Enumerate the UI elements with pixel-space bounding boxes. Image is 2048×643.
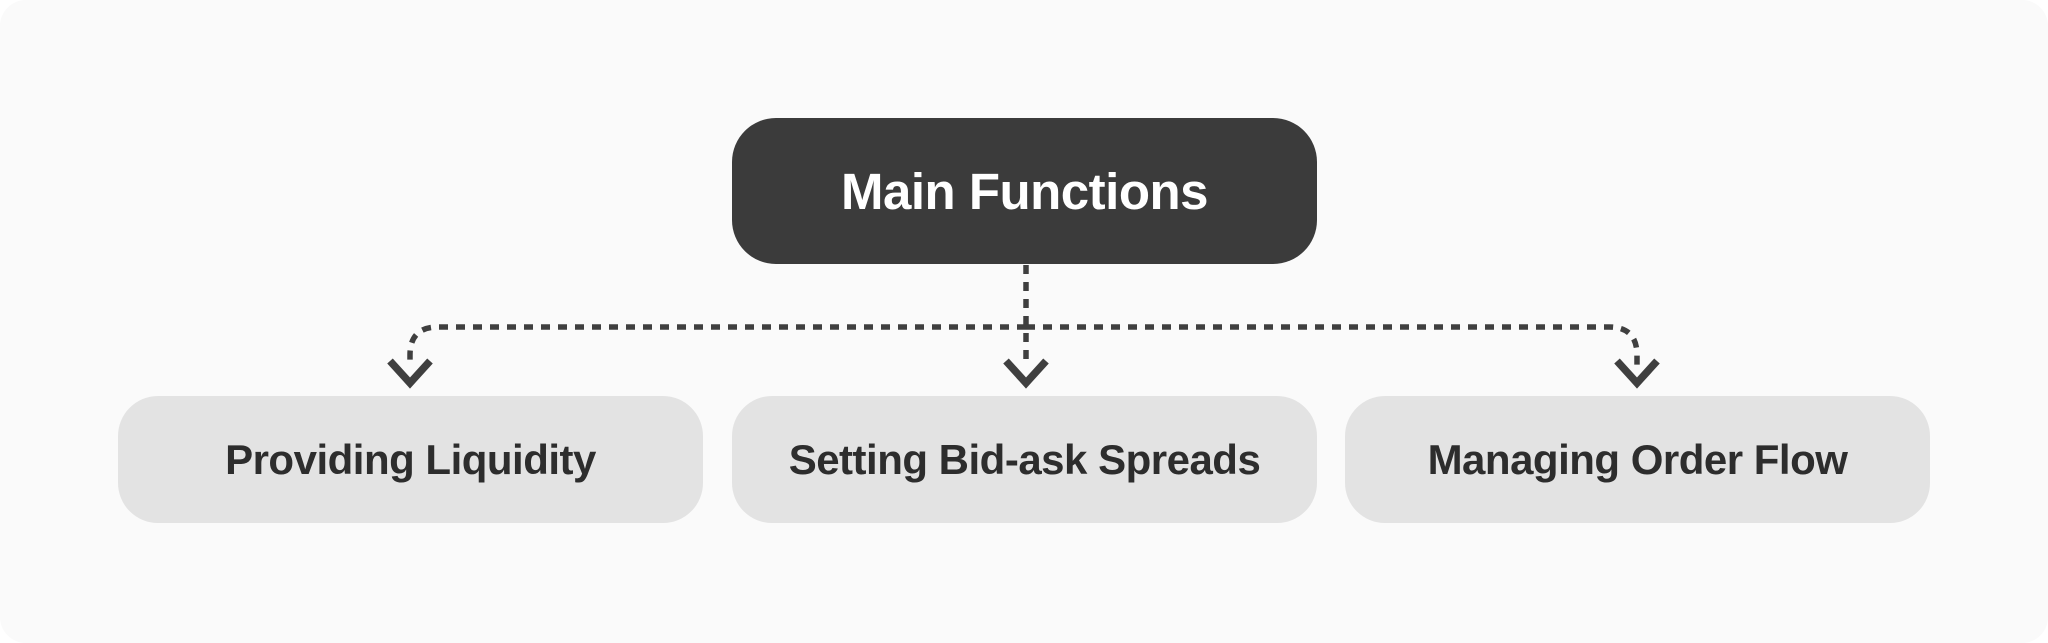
node-setting-bid-ask-spreads: Setting Bid-ask Spreads bbox=[732, 396, 1317, 523]
arrow-down-icon bbox=[387, 358, 433, 389]
node-managing-order-flow-label: Managing Order Flow bbox=[1427, 435, 1848, 483]
node-setting-bid-ask-spreads-label: Setting Bid-ask Spreads bbox=[788, 435, 1261, 483]
node-main-functions-label: Main Functions bbox=[841, 162, 1208, 220]
arrow-down-icon bbox=[1614, 358, 1660, 389]
connector-left bbox=[407, 324, 1026, 366]
node-providing-liquidity-label: Providing Liquidity bbox=[225, 435, 596, 483]
connector-right bbox=[1026, 324, 1640, 366]
node-providing-liquidity: Providing Liquidity bbox=[118, 396, 703, 523]
node-main-functions: Main Functions bbox=[732, 118, 1317, 264]
node-managing-order-flow: Managing Order Flow bbox=[1345, 396, 1930, 523]
arrow-down-icon bbox=[1003, 358, 1049, 389]
